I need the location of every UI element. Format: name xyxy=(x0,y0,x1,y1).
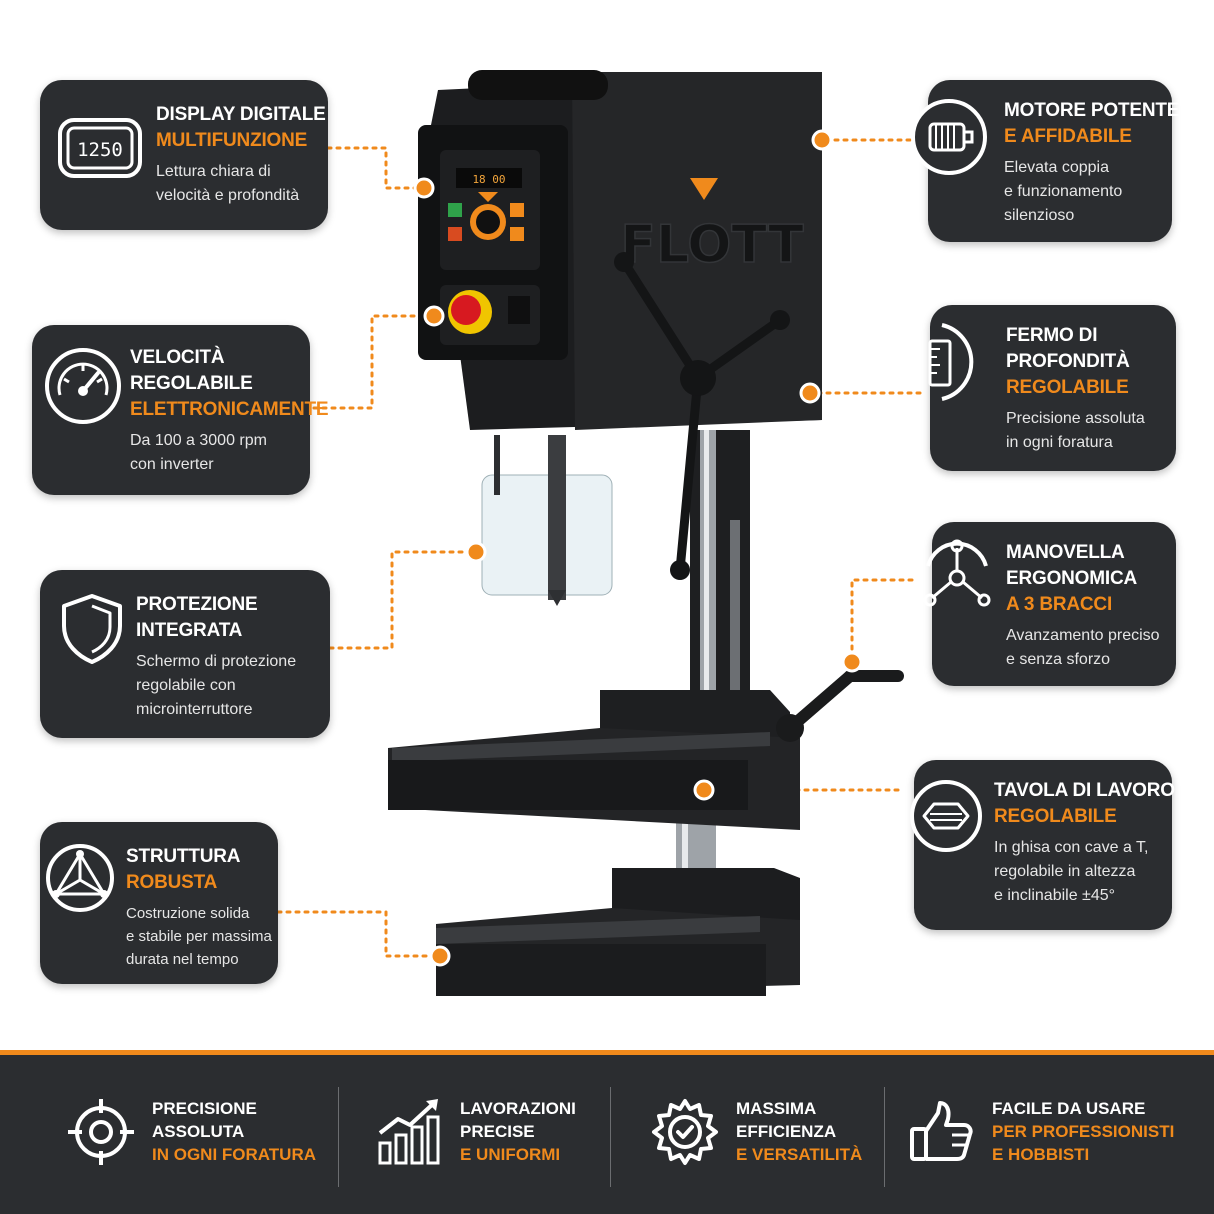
feature-title: REGOLABILE xyxy=(130,373,253,394)
feature-subtitle: REGOLABILE xyxy=(1006,377,1129,398)
feature-card-table: TAVOLA DI LAVORO REGOLABILE In ghisa con… xyxy=(910,760,1175,930)
feature-card-motor: MOTORE POTENTE E AFFIDABILE Elevata copp… xyxy=(911,80,1179,242)
feature-description: Schermo di protezione regolabile con mic… xyxy=(136,653,297,718)
benefit-subtitle: PER PROFESSIONISTI xyxy=(992,1122,1175,1141)
feature-card-speed: VELOCITÀ REGOLABILE ELETTRONICAMENTE Da … xyxy=(32,325,329,495)
benefit-title: LAVORAZIONI xyxy=(460,1099,576,1118)
worktable-icon xyxy=(906,776,986,856)
feature-title: PROTEZIONE xyxy=(136,594,258,615)
benefit-title: PRECISIONE xyxy=(152,1099,257,1118)
benefits-band: PRECISIONE ASSOLUTA IN OGNI FORATURA LAV… xyxy=(0,1050,1214,1214)
benefit-subtitle: E UNIFORMI xyxy=(460,1145,561,1164)
feature-card-structure: STRUTTURA ROBUSTA Costruzione solida e s… xyxy=(40,822,278,984)
benefit-title: FACILE DA USARE xyxy=(992,1099,1146,1118)
hotspot-dots xyxy=(413,129,863,967)
feature-subtitle: ELETTRONICAMENTE xyxy=(130,399,329,420)
feature-card-depth: FERMO DI PROFONDITÀ REGOLABILE Precision… xyxy=(928,305,1176,471)
digital-display-icon: 1250 xyxy=(54,102,146,194)
benefit-subtitle: IN OGNI FORATURA xyxy=(152,1145,317,1164)
thumbs-up-icon xyxy=(906,1097,976,1167)
benefit-title: PRECISE xyxy=(460,1122,535,1141)
feature-card-display: 1250 DISPLAY DIGITALE MULTIFUNZIONE Lett… xyxy=(40,80,328,230)
benefit-subtitle: E VERSATILITÀ xyxy=(736,1145,863,1164)
benefit-subtitle: E HOBBISTI xyxy=(992,1145,1090,1164)
feature-title: DISPLAY DIGITALE xyxy=(156,104,326,125)
feature-card-guard: PROTEZIONE INTEGRATA Schermo di protezio… xyxy=(40,570,330,738)
target-icon xyxy=(66,1097,136,1167)
feature-description: Da 100 a 3000 rpm con inverter xyxy=(130,432,267,473)
benefit-title: EFFICIENZA xyxy=(736,1122,837,1141)
shield-icon xyxy=(54,590,130,666)
gear-check-icon xyxy=(650,1097,720,1167)
growth-chart-icon xyxy=(374,1097,444,1167)
feature-title: INTEGRATA xyxy=(136,620,243,641)
svg-text:1250: 1250 xyxy=(77,139,123,161)
triangle-structure-icon xyxy=(40,836,120,916)
feature-title: PROFONDITÀ xyxy=(1006,351,1130,372)
feature-title: TAVOLA DI LAVORO xyxy=(994,780,1175,801)
feature-subtitle: A 3 BRACCI xyxy=(1006,594,1113,615)
feature-description: Costruzione solida e stabile per massima… xyxy=(126,905,272,968)
feature-title: FERMO DI xyxy=(1006,325,1098,346)
ruler-icon xyxy=(912,319,992,405)
drill-press-illustration: 18 00 FLOTT xyxy=(276,70,930,996)
feature-description: Avanzamento preciso e senza sforzo xyxy=(1006,627,1160,668)
brand-logo: FLOTT xyxy=(620,215,804,275)
feature-description: Lettura chiara di velocità e profondità xyxy=(156,163,300,204)
benefit-title: ASSOLUTA xyxy=(152,1122,245,1141)
divider xyxy=(610,1087,611,1187)
feature-subtitle: ROBUSTA xyxy=(126,872,218,893)
feature-title: VELOCITÀ xyxy=(130,347,225,368)
divider xyxy=(884,1087,885,1187)
feature-subtitle: MULTIFUNZIONE xyxy=(156,130,308,151)
speedometer-icon xyxy=(40,343,126,429)
benefit-title: MASSIMA xyxy=(736,1099,817,1118)
feature-description: In ghisa con cave a T, regolabile in alt… xyxy=(994,839,1149,904)
three-arm-handle-icon xyxy=(918,536,996,614)
motor-icon xyxy=(906,94,992,180)
feature-subtitle: E AFFIDABILE xyxy=(1004,126,1132,147)
feature-title: MANOVELLA xyxy=(1006,542,1125,563)
feature-title: ERGONOMICA xyxy=(1006,568,1138,589)
feature-subtitle: REGOLABILE xyxy=(994,806,1117,827)
divider xyxy=(338,1087,339,1187)
feature-title: MOTORE POTENTE xyxy=(1004,100,1180,121)
svg-text:18 00: 18 00 xyxy=(472,173,505,186)
feature-title: STRUTTURA xyxy=(126,846,241,867)
leader-lines xyxy=(276,138,930,958)
feature-description: Elevata coppia e funzionamento silenzios… xyxy=(1004,159,1123,224)
feature-description: Precisione assoluta in ogni foratura xyxy=(1006,410,1145,451)
feature-card-handle: MANOVELLA ERGONOMICA A 3 BRACCI Avanzame… xyxy=(923,522,1176,686)
